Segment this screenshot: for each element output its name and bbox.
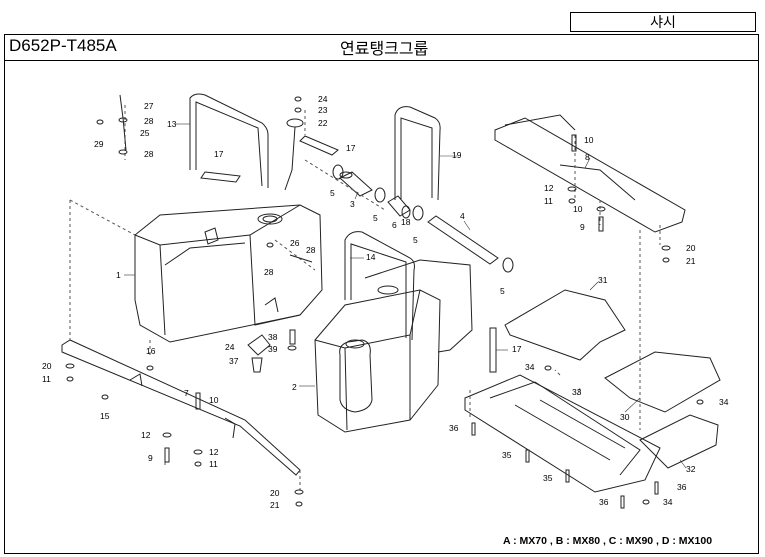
- callout-34-b: 34: [719, 397, 729, 407]
- callout-17-a: 17: [214, 149, 224, 159]
- callout-17-b: 17: [346, 143, 356, 153]
- strap-13: [189, 93, 269, 188]
- callout-37: 37: [229, 356, 239, 366]
- callout-10-a: 10: [584, 135, 594, 145]
- callout-36-a: 36: [449, 423, 459, 433]
- plate-31: [504, 289, 626, 361]
- callout-31: 31: [598, 275, 608, 285]
- callout-28-a: 28: [144, 116, 154, 126]
- callout-18: 18: [401, 217, 411, 227]
- bolt-10-b: [195, 392, 201, 410]
- callout-13: 13: [167, 119, 177, 129]
- sender-unit-24: [247, 334, 271, 356]
- callout-17-c: 17: [512, 344, 522, 354]
- callout-38: 38: [268, 332, 278, 342]
- model-legend: A : MX70 , B : MX80 , C : MX90 , D : MX1…: [503, 535, 713, 547]
- callout-35-b: 35: [543, 473, 553, 483]
- callout-2: 2: [292, 382, 297, 392]
- callout-22: 22: [318, 118, 328, 128]
- callout-8: 8: [585, 152, 590, 162]
- callout-36-c: 36: [677, 482, 687, 492]
- callout-10-c: 10: [209, 395, 219, 405]
- callout-34-a: 34: [525, 362, 535, 372]
- strap-19: [394, 106, 441, 201]
- callout-5-d: 5: [500, 286, 505, 296]
- clamp-5-c: [412, 205, 424, 221]
- callout-21-a: 21: [686, 256, 696, 266]
- frame-33: [464, 374, 661, 493]
- callout-5-a: 5: [330, 188, 335, 198]
- callout-14: 14: [366, 252, 376, 262]
- callout-5-c: 5: [413, 235, 418, 245]
- callout-27: 27: [144, 101, 154, 111]
- filter-37: [251, 357, 263, 373]
- diagram-title: 연료탱크그룹: [340, 41, 429, 58]
- callout-20-b: 20: [42, 361, 52, 371]
- sender-unit-22: [286, 118, 304, 128]
- callout-23: 23: [318, 105, 328, 115]
- fuel-tank-1: [134, 204, 323, 343]
- callout-32: 32: [686, 464, 696, 474]
- part-code: D652P-T485A: [9, 36, 117, 55]
- callout-15: 15: [100, 411, 110, 421]
- callout-6: 6: [392, 220, 397, 230]
- callout-39: 39: [268, 344, 278, 354]
- drawing-frame: [4, 34, 759, 554]
- callout-11-b: 11: [209, 459, 218, 469]
- plate-32: [639, 414, 719, 469]
- callout-35-a: 35: [502, 450, 512, 460]
- callout-20-c: 20: [270, 488, 280, 498]
- pad-17-b: [299, 135, 339, 156]
- callout-26: 26: [290, 238, 300, 248]
- bolt-10-a: [571, 134, 577, 152]
- rail-8: [494, 114, 686, 233]
- rail-7: [61, 339, 301, 476]
- clamp-5-a: [332, 164, 344, 180]
- section-label: 샤시: [570, 12, 756, 32]
- callout-11-a: 11: [544, 196, 553, 206]
- header-divider: [4, 60, 759, 61]
- callout-29: 29: [94, 139, 104, 149]
- pad-17-a: [200, 171, 241, 183]
- callout-4: 4: [460, 211, 465, 221]
- callout-5-b: 5: [373, 213, 378, 223]
- callout-24-b: 24: [225, 342, 235, 352]
- callout-3: 3: [350, 199, 355, 209]
- callout-25: 25: [140, 128, 150, 138]
- callout-36-b: 36: [599, 497, 609, 507]
- callout-10-b: 10: [573, 204, 583, 214]
- callout-28-c: 28: [306, 245, 316, 255]
- callout-20-a: 20: [686, 243, 696, 253]
- hose-4: [427, 215, 499, 265]
- callout-19: 19: [452, 150, 462, 160]
- strap-14: [344, 231, 415, 341]
- plate-30: [604, 351, 721, 413]
- callout-34-c: 34: [663, 497, 673, 507]
- callout-9-a: 9: [580, 222, 585, 232]
- pad-17-c: [489, 327, 497, 373]
- callout-28-d: 28: [264, 267, 274, 277]
- callout-24-a: 24: [318, 94, 328, 104]
- callout-7: 7: [184, 388, 189, 398]
- callout-12-c: 12: [209, 447, 219, 457]
- clamp-5-b: [374, 187, 386, 203]
- callout-12-a: 12: [544, 183, 554, 193]
- callout-12-b: 12: [141, 430, 151, 440]
- callout-21-b: 21: [270, 500, 280, 510]
- callout-9-b: 9: [148, 453, 153, 463]
- callout-11-c: 11: [42, 374, 51, 384]
- fuel-tank-2: [314, 259, 473, 433]
- callout-28-b: 28: [144, 149, 154, 159]
- callout-1: 1: [116, 270, 121, 280]
- callout-33: 33: [572, 387, 582, 397]
- callout-16: 16: [146, 346, 156, 356]
- clamp-5-d: [502, 257, 514, 273]
- callout-30: 30: [620, 412, 630, 422]
